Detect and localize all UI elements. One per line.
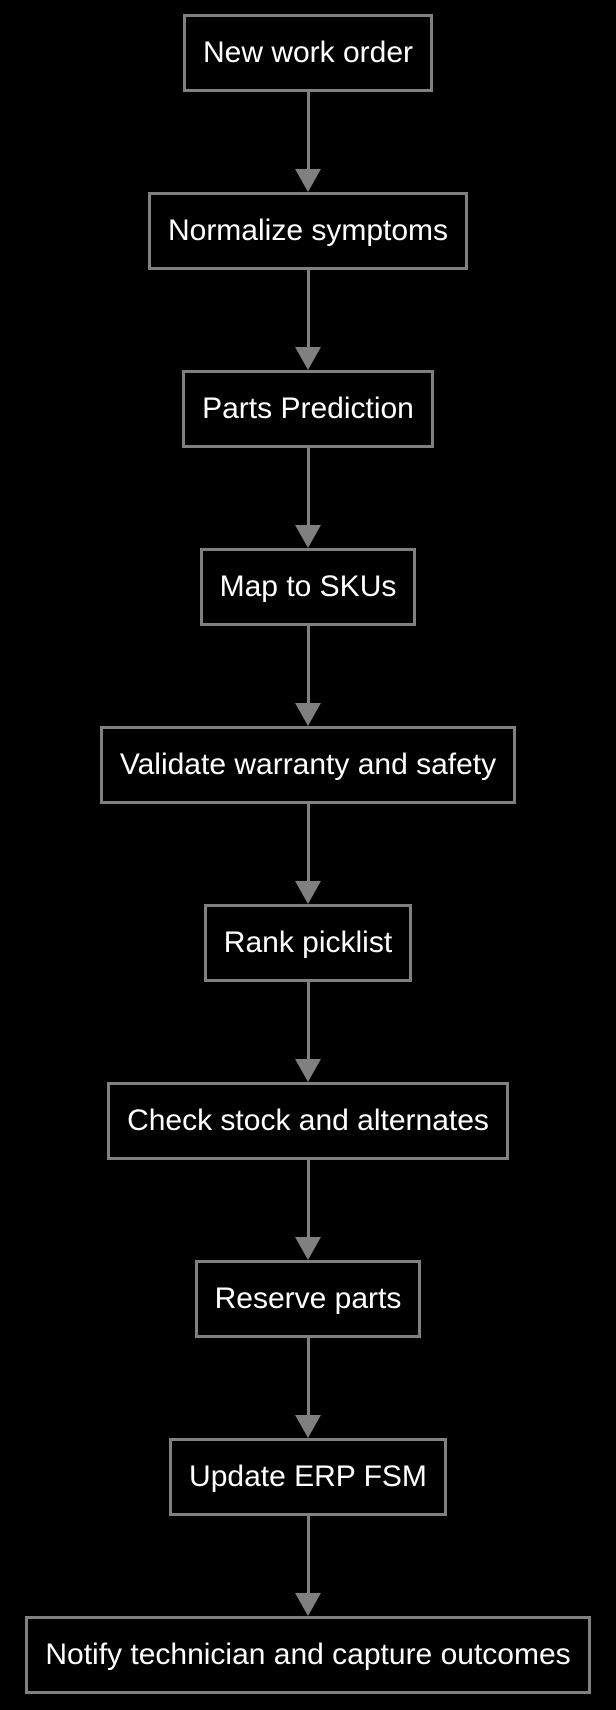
flow-arrow-3 <box>293 448 323 548</box>
arrow-head-icon <box>295 1415 321 1438</box>
arrow-line <box>306 1160 310 1237</box>
flow-node-parts-prediction: Parts Prediction <box>182 370 434 448</box>
flow-arrow-2 <box>293 270 323 370</box>
flow-arrow-6 <box>293 982 323 1082</box>
arrow-head-icon <box>295 1237 321 1260</box>
flow-node-validate-warranty-and-safety: Validate warranty and safety <box>99 726 517 804</box>
flow-node-update-erp-fsm: Update ERP FSM <box>169 1438 447 1516</box>
arrow-head-icon <box>295 169 321 192</box>
arrow-head-icon <box>295 881 321 904</box>
arrow-line <box>306 92 310 169</box>
flow-node-normalize-symptoms: Normalize symptoms <box>147 192 469 270</box>
arrow-line <box>306 982 310 1059</box>
flow-arrow-7 <box>293 1160 323 1260</box>
arrow-line <box>306 1338 310 1415</box>
arrow-head-icon <box>295 703 321 726</box>
arrow-head-icon <box>295 347 321 370</box>
arrow-line <box>306 270 310 347</box>
flow-arrow-5 <box>293 804 323 904</box>
flow-arrow-9 <box>293 1516 323 1616</box>
arrow-line <box>306 1516 310 1593</box>
arrow-line <box>306 448 310 525</box>
flow-arrow-8 <box>293 1338 323 1438</box>
flow-node-notify-technician-and-capture-outcomes: Notify technician and capture outcomes <box>25 1616 591 1694</box>
flow-arrow-1 <box>293 92 323 192</box>
arrow-line <box>306 804 310 881</box>
arrow-head-icon <box>295 1059 321 1082</box>
flow-node-reserve-parts: Reserve parts <box>194 1260 422 1338</box>
flow-node-check-stock-and-alternates: Check stock and alternates <box>107 1082 509 1160</box>
flow-node-map-to-skus: Map to SKUs <box>199 548 417 626</box>
flow-node-rank-picklist: Rank picklist <box>203 904 413 982</box>
arrow-line <box>306 626 310 703</box>
arrow-head-icon <box>295 525 321 548</box>
flow-node-new-work-order: New work order <box>182 14 434 92</box>
flow-arrow-4 <box>293 626 323 726</box>
arrow-head-icon <box>295 1593 321 1616</box>
